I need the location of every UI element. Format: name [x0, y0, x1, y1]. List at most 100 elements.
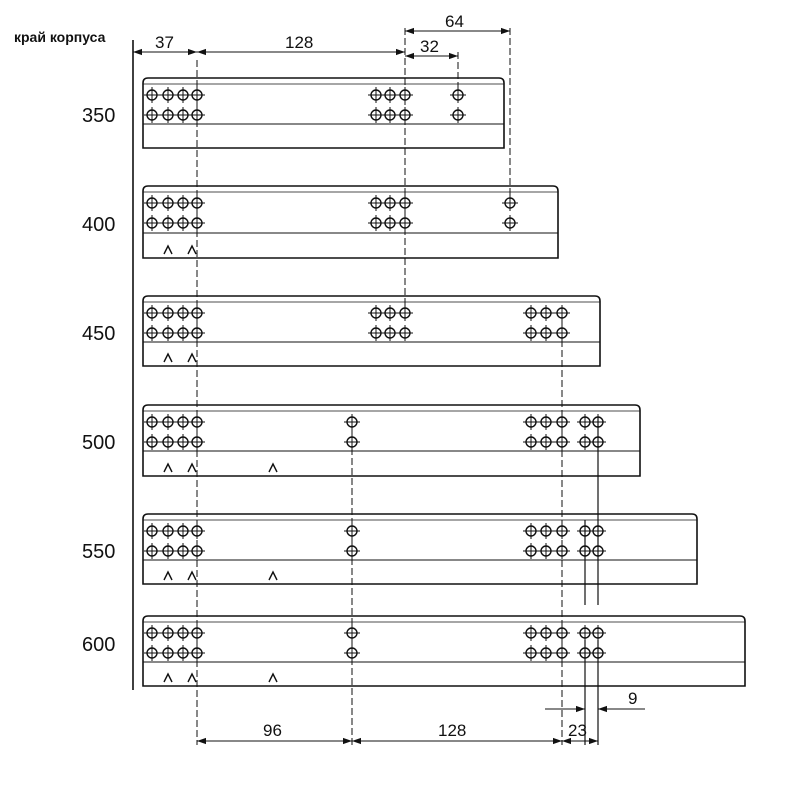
mounting-hole	[189, 215, 205, 231]
notch-mark	[163, 570, 173, 581]
cabinet-edge-label: край корпуса	[14, 29, 106, 45]
mounting-hole	[382, 215, 398, 231]
mounting-hole	[175, 625, 191, 641]
mounting-hole	[382, 87, 398, 103]
mounting-hole	[538, 325, 554, 341]
mounting-hole	[175, 325, 191, 341]
dim-37-label: 37	[155, 33, 174, 52]
mounting-hole	[344, 434, 360, 450]
cabinet-edge: край корпуса	[14, 29, 134, 690]
mounting-hole	[590, 625, 606, 641]
mounting-hole	[144, 215, 160, 231]
mounting-hole	[397, 305, 413, 321]
dim-9-label: 9	[628, 689, 637, 708]
notch-mark	[187, 570, 197, 581]
mounting-hole	[368, 215, 384, 231]
notch-mark	[187, 672, 197, 683]
notch-mark	[163, 672, 173, 683]
notch-mark	[187, 462, 197, 473]
mounting-hole	[189, 625, 205, 641]
rail-450	[142, 295, 601, 367]
mounting-hole	[344, 645, 360, 661]
rail-400	[142, 185, 559, 259]
notch-mark	[268, 672, 278, 683]
rail-outline	[142, 513, 698, 585]
mounting-hole	[523, 645, 539, 661]
mounting-hole	[502, 215, 518, 231]
mounting-hole	[590, 523, 606, 539]
rail-550	[142, 513, 698, 585]
top-dimensions	[133, 27, 510, 60]
mounting-hole	[160, 325, 176, 341]
mounting-hole	[590, 645, 606, 661]
mounting-hole	[160, 645, 176, 661]
mounting-hole	[144, 305, 160, 321]
rail-outline	[142, 77, 505, 149]
notch-mark	[268, 570, 278, 581]
mounting-hole	[554, 625, 570, 641]
mounting-hole	[160, 414, 176, 430]
mounting-hole	[160, 625, 176, 641]
mounting-hole	[538, 305, 554, 321]
mounting-hole	[382, 107, 398, 123]
rail-length-600: 600	[82, 634, 115, 656]
rail-350	[142, 77, 505, 149]
mounting-hole	[189, 195, 205, 211]
dim-64-label: 64	[445, 12, 464, 31]
mounting-hole	[189, 325, 205, 341]
mounting-hole	[160, 523, 176, 539]
mounting-hole	[144, 434, 160, 450]
rail-length-350: 350	[82, 105, 115, 127]
bottom-dimensions	[197, 705, 645, 745]
rail-outline	[142, 185, 559, 259]
mounting-hole	[590, 434, 606, 450]
mounting-hole	[189, 414, 205, 430]
mounting-hole	[175, 645, 191, 661]
rail-outline	[142, 295, 601, 367]
mounting-hole	[554, 305, 570, 321]
mounting-hole	[175, 87, 191, 103]
mounting-hole	[368, 87, 384, 103]
mounting-hole	[523, 543, 539, 559]
mounting-hole	[538, 523, 554, 539]
notch-mark	[187, 352, 197, 363]
mounting-hole	[189, 543, 205, 559]
mounting-hole	[189, 645, 205, 661]
mounting-hole	[189, 87, 205, 103]
mounting-hole	[368, 107, 384, 123]
mounting-hole	[344, 625, 360, 641]
rail-length-550: 550	[82, 541, 115, 563]
mounting-hole	[397, 195, 413, 211]
mounting-hole	[189, 305, 205, 321]
dim-23-label: 23	[568, 721, 587, 740]
mounting-hole	[382, 305, 398, 321]
mounting-hole	[144, 87, 160, 103]
mounting-hole	[397, 215, 413, 231]
dim-96-label: 96	[263, 721, 282, 740]
mounting-hole	[160, 305, 176, 321]
mounting-hole	[523, 414, 539, 430]
mounting-hole	[344, 523, 360, 539]
mounting-hole	[590, 543, 606, 559]
mounting-hole	[450, 87, 466, 103]
mounting-hole	[368, 325, 384, 341]
rail-outline	[142, 615, 746, 687]
dim-32-label: 32	[420, 37, 439, 56]
reference-lines	[196, 28, 563, 745]
mounting-hole	[175, 543, 191, 559]
mounting-hole	[502, 195, 518, 211]
mounting-hole	[189, 107, 205, 123]
notch-mark	[163, 352, 173, 363]
mounting-hole	[554, 414, 570, 430]
rails	[142, 77, 746, 687]
mounting-hole	[160, 87, 176, 103]
mounting-hole	[189, 523, 205, 539]
mounting-hole	[144, 523, 160, 539]
dim-128b-label: 128	[438, 721, 466, 740]
mounting-hole	[175, 434, 191, 450]
notch-mark	[163, 244, 173, 255]
rail-length-500: 500	[82, 432, 115, 454]
mounting-hole	[344, 543, 360, 559]
mounting-hole	[382, 195, 398, 211]
